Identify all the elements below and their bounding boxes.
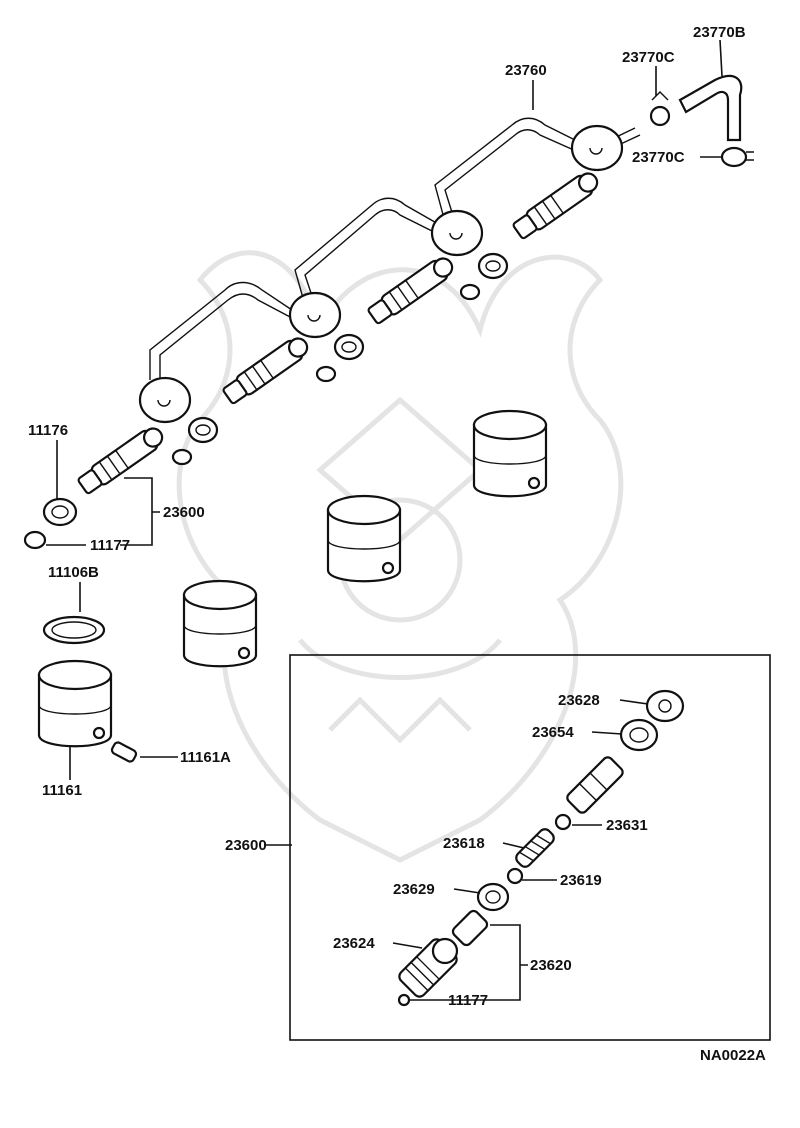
label-23760: 23760: [505, 62, 547, 79]
label-11106b: 11106B: [48, 564, 99, 581]
hose-clamp-top: [649, 105, 671, 127]
diagram-code: NA0022A: [700, 1047, 766, 1064]
label-11177-left: 11177: [90, 537, 130, 554]
pipe-banjo-1: [138, 376, 192, 424]
label-23600-box: 23600: [225, 837, 267, 854]
label-23628: 23628: [558, 692, 600, 709]
part-labels: 23770B 23770C 23760 23770C 11176 23600 1…: [28, 24, 766, 1064]
nozzle-exploded-parts: [397, 689, 685, 1007]
label-23618: 23618: [443, 835, 485, 852]
label-23770c-right: 23770C: [632, 149, 685, 166]
label-11161: 11161: [42, 782, 82, 799]
label-23624: 23624: [333, 935, 375, 952]
injection-nozzles: [77, 172, 599, 495]
label-23600-left: 23600: [163, 504, 205, 521]
combustion-chambers: [37, 409, 548, 763]
label-23654: 23654: [532, 724, 574, 741]
pipe-banjo-3: [430, 209, 484, 257]
label-23631: 23631: [606, 817, 648, 834]
label-11161a: 11161A: [180, 749, 231, 766]
label-23770b: 23770B: [693, 24, 746, 41]
label-23770c-top: 23770C: [622, 49, 675, 66]
pin-11161a: [110, 741, 138, 763]
label-11177-box: 11177: [448, 992, 488, 1009]
nozzle-gaskets: [23, 252, 509, 550]
hose-clamp-right: [720, 146, 748, 168]
pipe-banjo-2: [288, 291, 342, 339]
gasket-11106b: [42, 615, 106, 645]
pipe-banjo-4: [570, 124, 624, 172]
leader-lines: [46, 39, 723, 1001]
injection-pipe-assembly: [138, 117, 641, 424]
leak-off-hose: [649, 74, 754, 168]
watermark-emblem: [176, 250, 624, 863]
exploded-view-box: [289, 654, 771, 1041]
label-23620: 23620: [530, 957, 572, 974]
label-11176: 11176: [28, 422, 68, 439]
label-23619: 23619: [560, 872, 602, 889]
label-23629: 23629: [393, 881, 435, 898]
